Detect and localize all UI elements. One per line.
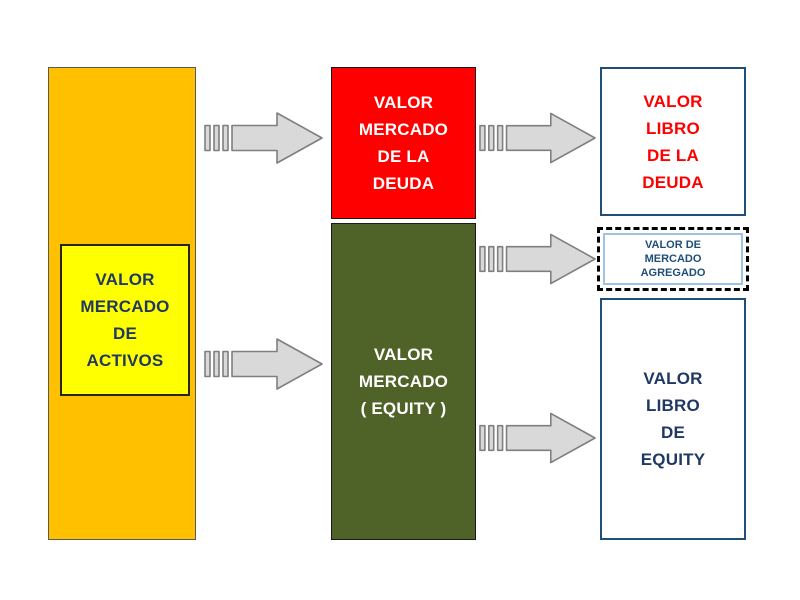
arrow-mercado-equity-to-libro-equity-icon xyxy=(479,412,596,464)
valor-libro-equity-box: VALOR LIBRO DE EQUITY xyxy=(600,298,746,540)
valor-mercado-agregado-box: VALOR DE MERCADO AGREGADO xyxy=(597,227,749,291)
arrow-mercado-deuda-to-libro-deuda-icon xyxy=(479,112,596,164)
valor-mercado-equity-box: VALOR MERCADO ( EQUITY ) xyxy=(331,223,476,540)
arrow-mercado-equity-to-agregado-icon xyxy=(479,233,596,285)
valor-mercado-activos-box: VALOR MERCADO DE ACTIVOS xyxy=(60,244,190,396)
arrow-activos-to-mercado-equity-icon xyxy=(204,338,323,390)
arrow-activos-to-mercado-deuda-icon xyxy=(204,112,323,164)
valor-libro-deuda-box: VALOR LIBRO DE LA DEUDA xyxy=(600,67,746,216)
valor-mercado-agregado-label: VALOR DE MERCADO AGREGADO xyxy=(603,233,743,285)
valor-mercado-deuda-box: VALOR MERCADO DE LA DEUDA xyxy=(331,67,476,219)
